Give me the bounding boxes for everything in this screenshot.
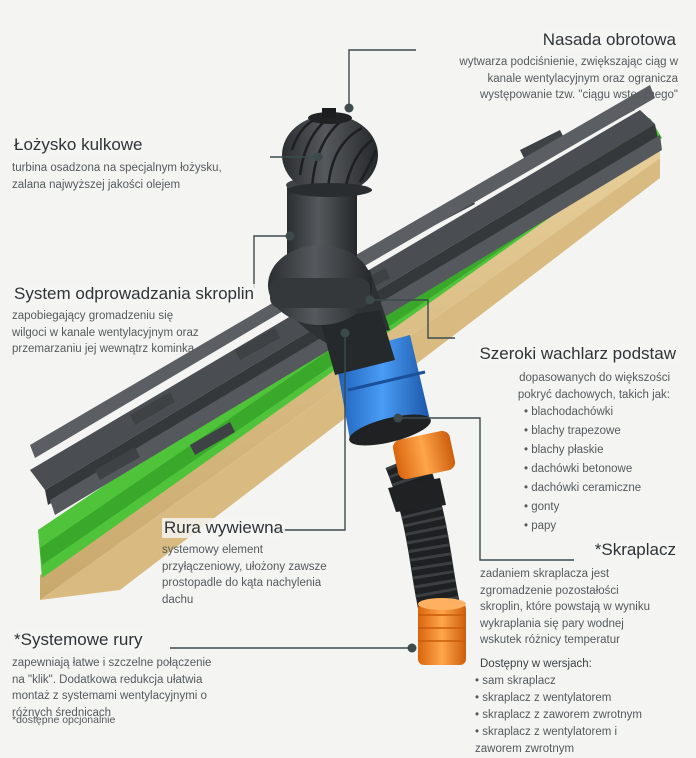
list-item: blachodachówki [524,403,641,422]
list-item: skraplacz z wentylatorem [475,690,642,707]
wachlarz-desc: dopasowanych do większości pokryć dachow… [517,372,670,401]
systemowe-desc: zapewniają łatwe i szczelne połączenie n… [12,657,212,719]
condenser [388,430,466,665]
lozysko-desc: turbina osadzona na specjalnym łożysku, … [12,162,222,191]
list-item: skraplacz z zaworem zwrotnym [475,707,642,724]
list-item: sam skraplacz [475,673,642,690]
skraplacz-versions-list: sam skraplacz skraplacz z wentylatorem s… [475,673,642,758]
skraplacz-title: *Skraplacz [592,540,678,560]
roof-types-list: blachodachówki blachy trapezowe blachy p… [524,403,641,536]
rura-title: Rura wywiewna [162,518,286,538]
leader-dots [285,103,417,653]
lozysko-title: Łożysko kulkowe [12,135,145,155]
skropliny-title: System odprowadzania skroplin [12,284,257,304]
ventilator [268,108,378,325]
skraplacz-desc: zadaniem skraplacza jest zgromadzenie po… [480,568,651,646]
nasada-desc: wytwarza podciśnienie, zwiększając ciąg … [459,56,678,101]
list-item: papy [524,517,641,536]
leader-lines [170,49,574,649]
rura-desc: systemowy element przyłączeniowy, ułożon… [162,544,327,606]
list-item: dachówki betonowe [524,460,641,479]
flex-hose [385,451,461,616]
list-item: dachówki ceramiczne [524,479,641,498]
list-item: gonty [524,498,641,517]
list-item: blachy trapezowe [524,422,641,441]
skraplacz-versions-title: Dostępny w wersjach: [480,658,592,670]
list-item: blachy płaskie [524,441,641,460]
wachlarz-title: Szeroki wachlarz podstaw [477,344,678,364]
nasada-title: Nasada obrotowa [540,30,678,50]
systemowe-title: *Systemowe rury [12,630,145,650]
list-item: skraplacz z wentylatorem i zaworem zwrot… [475,724,642,758]
systemowe-note: *dostępne opcjonalnie [12,714,116,726]
skropliny-desc: zapobiegający gromadzeniu się wilgoci w … [12,310,199,355]
